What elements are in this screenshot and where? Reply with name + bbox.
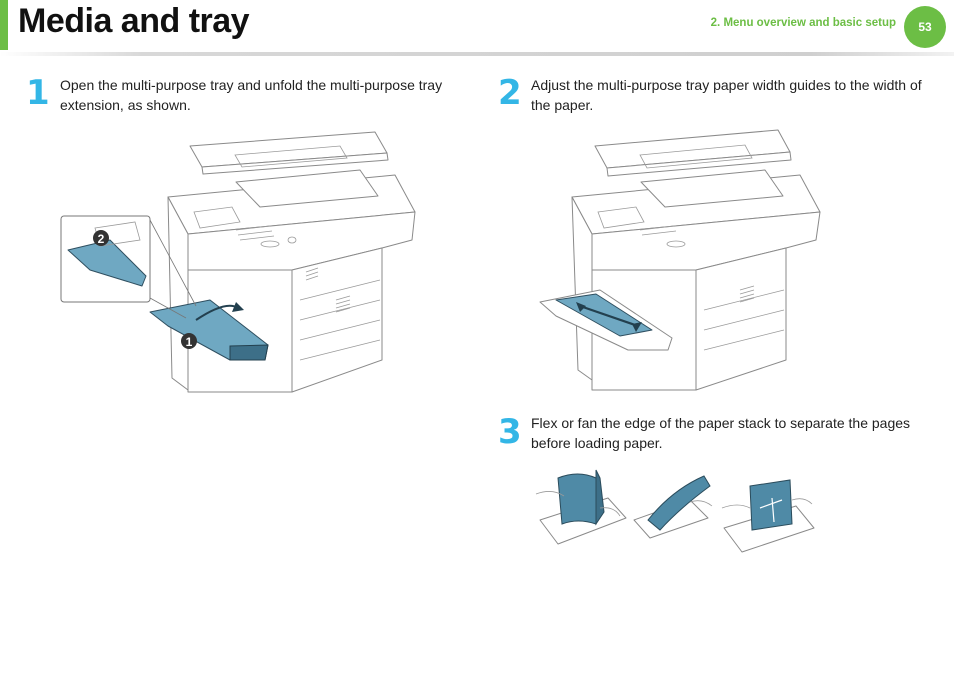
callout-2-label: 2: [98, 232, 105, 246]
paper-flex-figure: [535, 469, 627, 545]
step-2-number: 2: [498, 73, 522, 113]
step-3-number: 3: [498, 412, 522, 452]
header-accent-bar: [0, 0, 8, 50]
callout-2-marker: [93, 230, 109, 246]
step-3-text: Flex or fan the edge of the paper stack …: [531, 415, 911, 451]
chapter-link[interactable]: 2. Menu overview and basic setup: [710, 17, 896, 29]
callout-1-label: 1: [186, 335, 193, 349]
printer-body: [167, 131, 416, 393]
page-title: Media and tray: [18, 2, 250, 40]
callout-1-marker: [181, 333, 197, 349]
header-divider: [0, 52, 954, 56]
paper-fan-figure: [633, 475, 713, 539]
step-2-text: Adjust the multi-purpose tray paper widt…: [531, 77, 922, 113]
page-number-badge: 53: [904, 6, 946, 48]
multipurpose-tray-opened: [149, 299, 269, 361]
paper-align-figure: [721, 479, 815, 553]
step-1-text: Open the multi-purpose tray and unfold t…: [60, 77, 443, 113]
step-1-number: 1: [26, 73, 50, 113]
